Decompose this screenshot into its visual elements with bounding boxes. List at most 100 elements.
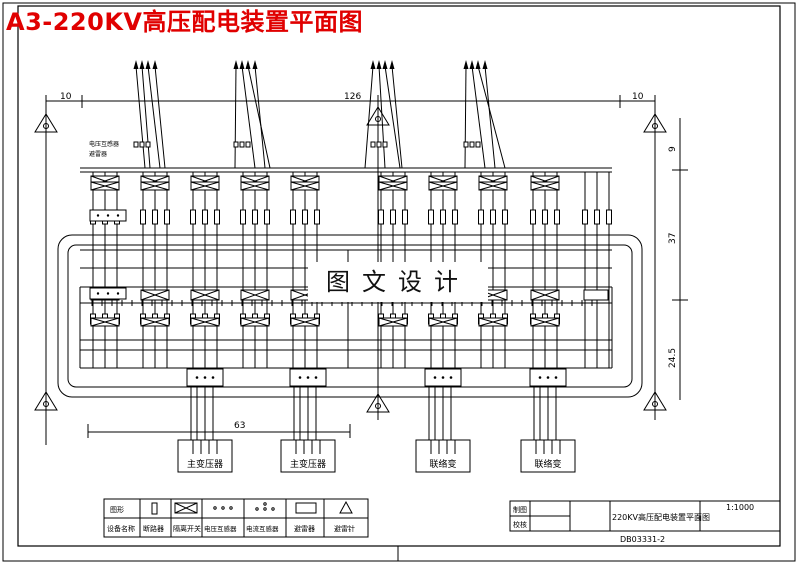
overhead-line: [364, 65, 374, 169]
vt-dot: [554, 376, 558, 379]
isolator-cross: [190, 317, 220, 327]
bay: [90, 172, 120, 368]
top-dimension: [46, 95, 655, 108]
breaker-icon: [151, 502, 158, 515]
isolator-icon: [174, 502, 198, 514]
arrow-icon: [239, 60, 245, 69]
breaker-icon: [440, 209, 446, 225]
overhead-line: [484, 65, 496, 169]
side-label-arrester: 避雷器: [89, 150, 107, 158]
isolator-cross: [378, 181, 408, 191]
breaker-icon: [140, 209, 146, 225]
breaker-icon: [478, 209, 484, 225]
arrow-icon: [133, 60, 139, 69]
title-block-drawing-name: 220KV高压配电装置平面图: [612, 512, 710, 522]
bay: [530, 172, 560, 368]
breaker-icon: [452, 209, 458, 225]
breaker-icon: [594, 209, 600, 225]
isolator-cross: [530, 181, 560, 191]
legend-item-name: 断路器: [143, 524, 164, 533]
inner-frame: [17, 5, 781, 547]
arrow-icon: [382, 60, 388, 69]
breaker-icon: [302, 209, 308, 225]
vt-dot: [306, 376, 310, 379]
title-block-design-label: 制图: [513, 505, 527, 514]
vt-icon: [213, 506, 233, 510]
insulator: [239, 141, 245, 148]
transformer-box: [415, 439, 471, 473]
breaker-icon: [502, 209, 508, 225]
vt-dot: [203, 376, 207, 379]
arrester-icon: [295, 502, 317, 514]
breaker-icon: [202, 209, 208, 225]
vt-dot: [546, 376, 550, 379]
breaker-icon: [490, 209, 496, 225]
bottom-dimension: [87, 424, 351, 438]
isolator-cross: [478, 181, 508, 191]
insulator: [139, 141, 145, 148]
isolator-cross: [240, 289, 270, 301]
transformer-label: 主变压器: [187, 458, 223, 470]
isolator-cross: [90, 317, 120, 327]
overhead-line: [141, 65, 151, 169]
legend-item-name: 避雷针: [334, 524, 355, 533]
dim-bottom-span: 63: [234, 421, 245, 431]
arrow-icon: [139, 60, 145, 69]
insulator: [370, 141, 376, 148]
arrow-icon: [463, 60, 469, 69]
transformer-box: [280, 439, 336, 473]
transformer-feeders: 主变压器 主变压器 联络变联络变: [177, 368, 576, 473]
legend-table: [103, 498, 369, 538]
insulator: [233, 141, 239, 148]
dim-right-mid: 37: [668, 233, 678, 244]
isolator-cross: [478, 317, 508, 327]
isolator-cross: [240, 317, 270, 327]
isolator-cross: [240, 181, 270, 191]
title-block-check-label: 校核: [513, 520, 527, 529]
overhead-line: [254, 65, 266, 169]
overhead-line: [391, 65, 403, 169]
vt-dot: [538, 376, 542, 379]
arrow-icon: [475, 60, 481, 69]
legend-header-symbol: 图形: [110, 506, 124, 514]
arrow-icon: [370, 60, 376, 69]
vt-dot: [449, 376, 453, 379]
vt-dot: [314, 376, 318, 379]
breaker-icon: [542, 209, 548, 225]
transformer-feeder: 联络变: [415, 368, 471, 473]
breaker-icon: [190, 209, 196, 225]
breaker-icon: [428, 209, 434, 225]
isolator-cross: [290, 181, 320, 191]
overhead-line: [247, 65, 271, 169]
transformer-feeder: 联络变: [520, 368, 576, 473]
isolator-cross: [428, 181, 458, 191]
legend-symbols: [151, 500, 353, 515]
overhead-line-group: [364, 60, 403, 169]
bay: [140, 172, 170, 368]
vt-dot: [433, 376, 437, 379]
isolator-cross: [428, 317, 458, 327]
isolator-cross: [290, 317, 320, 327]
overhead-line: [477, 65, 506, 169]
isolator-cross: [190, 181, 220, 191]
dim-center-span: 126: [344, 92, 361, 102]
isolator-cross: [90, 181, 120, 191]
arrow-icon: [152, 60, 158, 69]
legend-item-name: 电流互感器: [246, 524, 279, 533]
overhead-line: [378, 65, 386, 169]
transformer-feeder: 主变压器: [177, 368, 233, 473]
transformer-label: 主变压器: [290, 458, 326, 470]
transformer-box: [177, 439, 233, 473]
insulator: [245, 141, 251, 148]
breaker-icon: [164, 209, 170, 225]
dim-right-margin: 10: [632, 92, 644, 102]
vt-dot: [298, 376, 302, 379]
overhead-line: [154, 65, 166, 169]
arrow-icon: [145, 60, 151, 69]
dim-left-margin: 10: [60, 92, 72, 102]
arrow-icon: [252, 60, 258, 69]
dim-right-top: 9: [668, 146, 678, 152]
isolator-icon: [583, 289, 609, 301]
